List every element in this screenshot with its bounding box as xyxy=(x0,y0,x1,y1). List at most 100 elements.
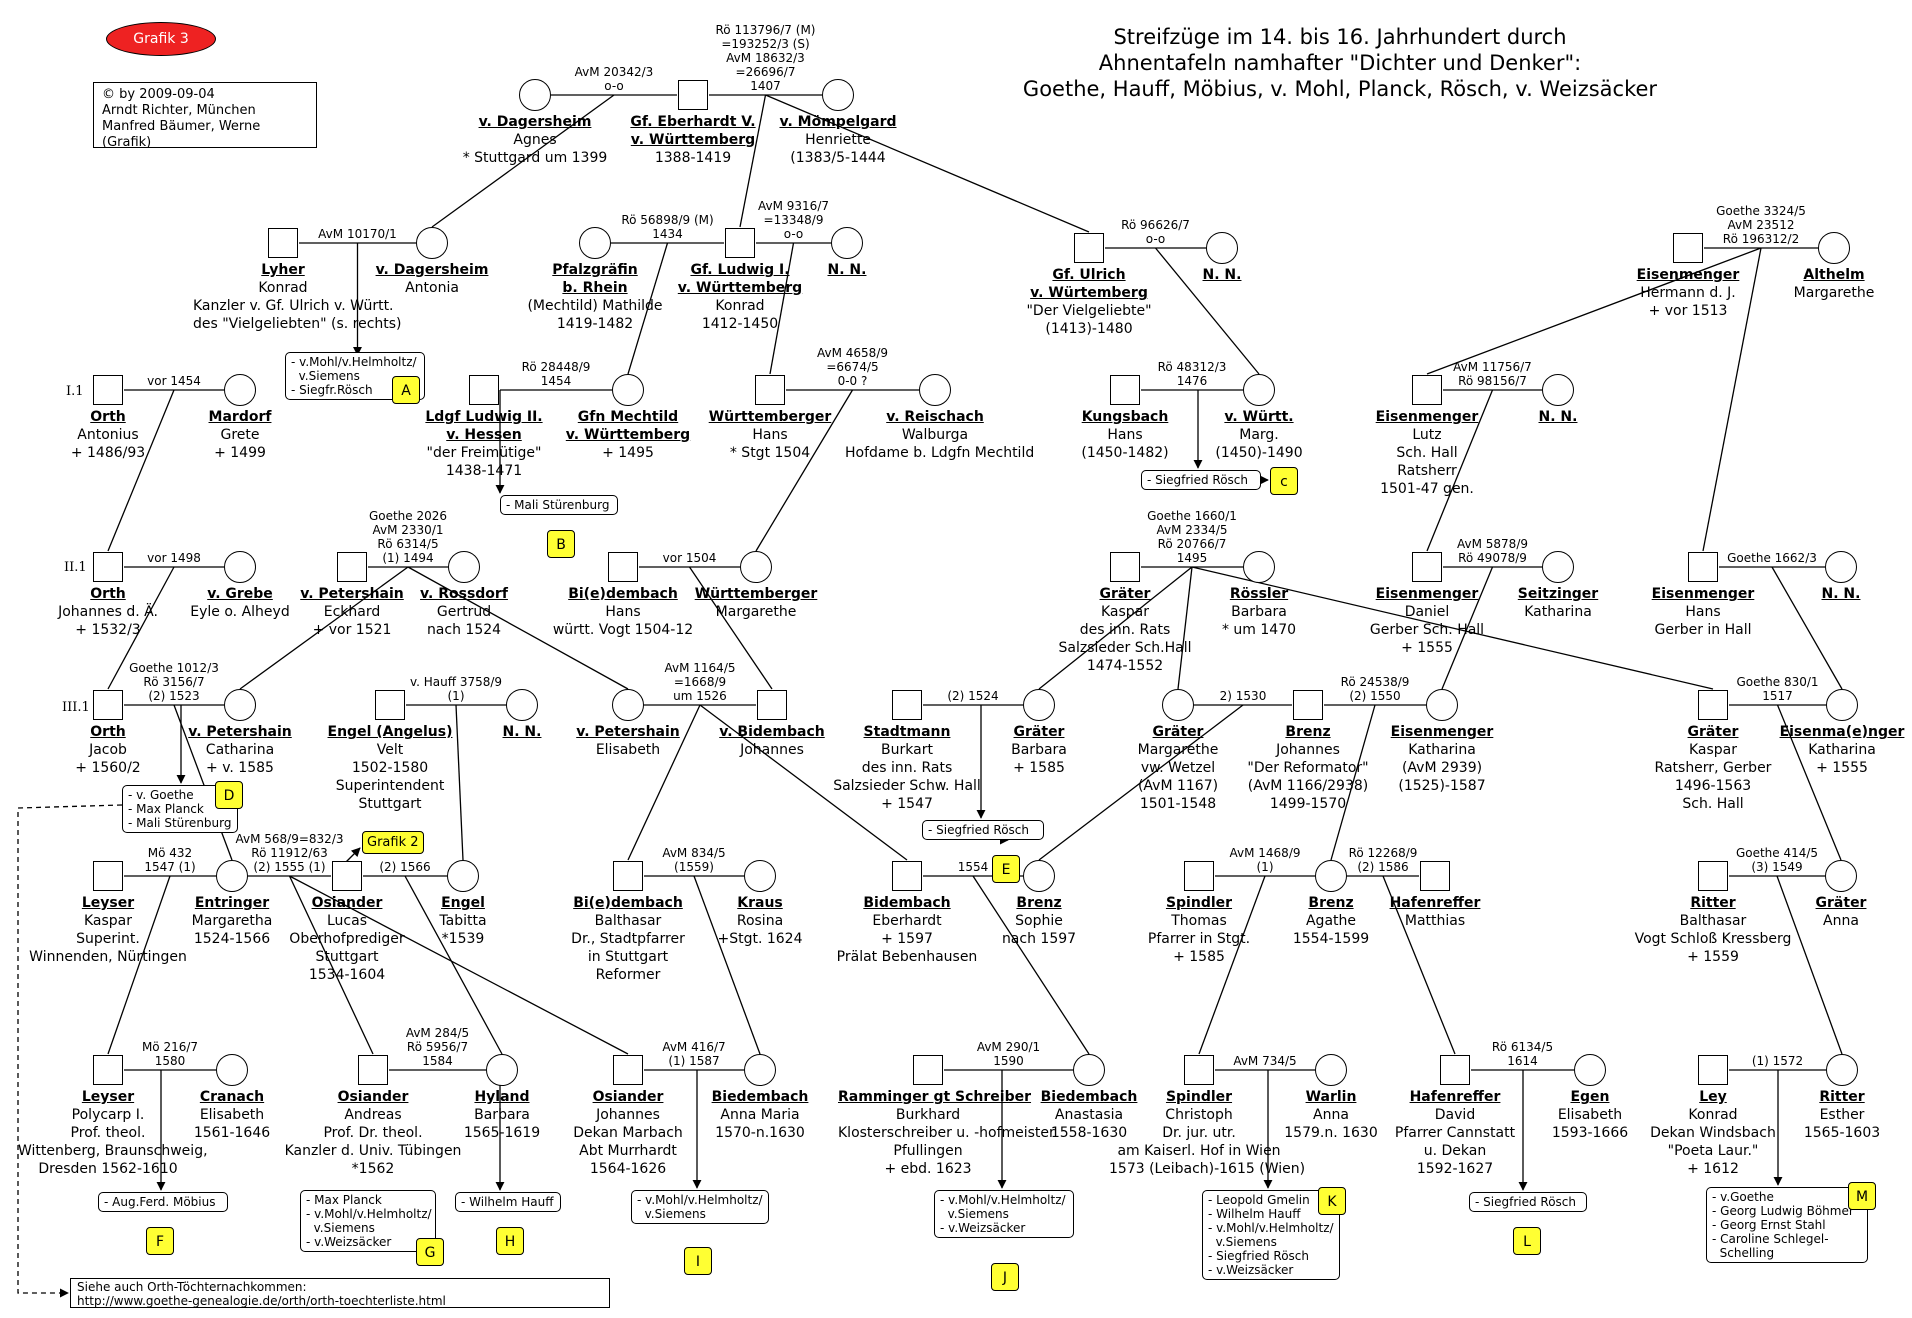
person-detail: Burkhard xyxy=(895,1107,961,1123)
person-detail: Pfullingen xyxy=(893,1143,963,1159)
male-symbol xyxy=(1688,552,1718,582)
marriage-detail: (2) 1524 xyxy=(947,689,999,703)
title-line: Streifzüge im 14. bis 16. Jahrhundert du… xyxy=(1113,25,1567,49)
female-symbol xyxy=(612,374,644,406)
descendant-tag-d[interactable]: D xyxy=(215,781,243,809)
person-detail: Konrad xyxy=(1688,1107,1738,1123)
person-name: Rössler xyxy=(1229,586,1289,602)
person-detail: Salzsieder Sch.Hall xyxy=(1058,640,1192,656)
marriage-detail: AvM 1468/9 xyxy=(1229,846,1301,860)
person-detail: 1593-1666 xyxy=(1551,1125,1629,1141)
marriage-detail: Rö 5956/7 xyxy=(406,1040,469,1054)
descendant-name: - Siegfried Rösch xyxy=(1147,473,1248,487)
person-name: v. Mömpelgard xyxy=(779,114,897,130)
person-name: N. N. xyxy=(502,724,542,740)
descendant-tag-j[interactable]: J xyxy=(991,1263,1019,1291)
marriage-detail: (2) 1566 xyxy=(379,860,431,874)
descendant-name: - v.Mohl/v.Helmholtz/ xyxy=(940,1193,1066,1207)
female-symbol xyxy=(486,1054,518,1086)
descendant-box-c: - Siegfried Rösch xyxy=(1141,470,1261,490)
person-detail: Matthias xyxy=(1404,913,1466,929)
note-line[interactable]: http://www.goethe-genealogie.de/orth/ort… xyxy=(77,1294,446,1308)
marriage-detail: Rö 56898/9 (M) xyxy=(621,213,714,227)
descendant-name: v.Siemens xyxy=(1208,1235,1277,1249)
descendant-box-b: - Mali Stürenburg xyxy=(500,495,618,515)
grafik-3-badge: Grafik 3 xyxy=(106,22,216,56)
marriage-detail: Rö 49078/9 xyxy=(1458,551,1527,565)
person-detail: Grete xyxy=(220,427,260,443)
person-detail: Eberhardt xyxy=(872,913,942,929)
person-detail: Johannes d. Ä. xyxy=(58,604,158,620)
person-name: Gräter xyxy=(1013,724,1065,740)
descendant-name: - v.Weizsäcker xyxy=(940,1221,1026,1235)
descendant-tag-k[interactable]: K xyxy=(1318,1187,1346,1215)
descendant-tag-a[interactable]: A xyxy=(392,376,420,404)
descendant-name: - v.Weizsäcker xyxy=(1208,1263,1294,1277)
marriage-detail: (2) 1586 xyxy=(1357,860,1409,874)
marriage-label: 2) 1530 xyxy=(1178,689,1308,703)
male-symbol xyxy=(1420,861,1450,891)
person-detail: Kaspar xyxy=(1100,604,1150,620)
descendant-tag-e[interactable]: E xyxy=(992,855,1020,883)
descendant-tag-c[interactable]: c xyxy=(1270,467,1298,495)
generation-label: III.1 xyxy=(62,700,90,715)
descendant-tag-f[interactable]: F xyxy=(146,1227,174,1255)
connector-line xyxy=(1330,704,1376,861)
person-name: v. Württ. xyxy=(1224,409,1294,425)
marriage-detail: 1547 (1) xyxy=(144,860,196,874)
marriage-detail: Rö 24538/9 xyxy=(1340,675,1410,689)
person-name: Ramminger gt Schreiber xyxy=(838,1089,1032,1105)
person-name-part: v. Württemberg xyxy=(630,132,756,148)
descendant-tag-m[interactable]: M xyxy=(1848,1182,1876,1210)
person-name: Biedembach xyxy=(1040,1089,1138,1105)
descendant-name: v.Siemens xyxy=(306,1221,375,1235)
person-detail: 1558-1630 xyxy=(1050,1125,1128,1141)
person-detail: Anna xyxy=(1313,1107,1349,1123)
descendant-tag-b[interactable]: B xyxy=(547,530,575,558)
person-detail: + v. 1585 xyxy=(206,760,274,776)
descendant-tag-g[interactable]: G xyxy=(416,1238,444,1266)
female-symbol xyxy=(224,689,256,721)
descendant-name: - v.Mohl/v.Helmholtz/ xyxy=(1208,1221,1334,1235)
diagram-title: Streifzüge im 14. bis 16. Jahrhundert du… xyxy=(1000,24,1680,102)
person-detail: Klosterschreiber u. -hofmeister xyxy=(838,1125,1055,1141)
connector-line xyxy=(627,704,701,861)
male-symbol xyxy=(1184,861,1214,891)
grafik-2-link[interactable]: Grafik 2 xyxy=(362,831,424,854)
descendant-tag-h[interactable]: H xyxy=(496,1227,524,1255)
male-symbol xyxy=(1440,1055,1470,1085)
person-detail: Katharina xyxy=(1524,604,1592,620)
person-detail: + 1547 xyxy=(881,796,933,812)
descendant-tag-l[interactable]: L xyxy=(1513,1227,1541,1255)
copyright-line: Manfred Bäumer, Werne (Grafik) xyxy=(102,119,261,150)
person-detail: 1534-1604 xyxy=(308,967,386,983)
person-detail: u. Dekan xyxy=(1423,1143,1487,1159)
person-name: Ritter xyxy=(1819,1089,1865,1105)
marriage-detail: 1554 xyxy=(957,860,989,874)
copyright-box: © by 2009-09-04 Arndt Richter, München M… xyxy=(93,82,317,150)
person-name: Althelm xyxy=(1803,267,1865,283)
male-symbol xyxy=(1074,233,1104,263)
person-detail: 1561-1646 xyxy=(193,1125,271,1141)
connector-line xyxy=(688,566,773,690)
marriage-detail: =26696/7 xyxy=(735,65,796,79)
descendant-name: v.Siemens xyxy=(940,1207,1009,1221)
marriage-label: AvM 834/5(1559) xyxy=(629,846,759,874)
person-detail: (AvM 1167) xyxy=(1137,778,1219,794)
descendant-tag-i[interactable]: I xyxy=(684,1247,712,1275)
female-symbol xyxy=(1574,1054,1606,1086)
